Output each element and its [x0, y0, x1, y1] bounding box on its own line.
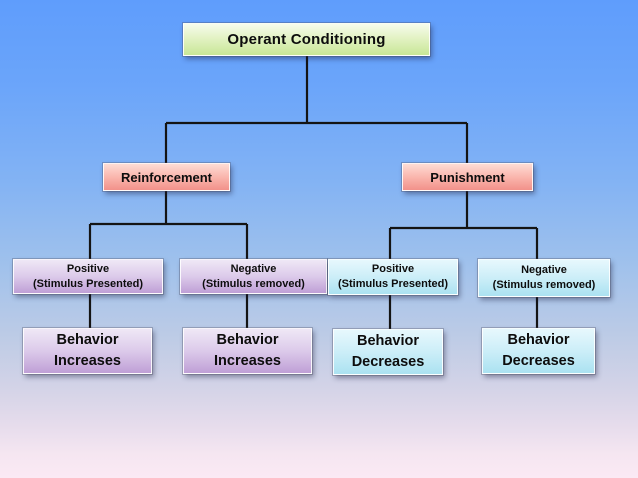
operant-conditioning-label: Operant Conditioning [227, 31, 386, 48]
condition-name: Negative [230, 262, 277, 275]
condition-detail: (Stimulus removed) [202, 277, 305, 290]
condition-name: Positive [371, 263, 415, 276]
condition-detail: (Stimulus removed) [492, 279, 596, 291]
condition-name: Positive [66, 262, 110, 275]
connector-reinforcement-to-conditions [88, 190, 249, 329]
negative-punishment-box: Negative (Stimulus removed) [478, 259, 610, 297]
positive-reinforcement-box: Positive (Stimulus Presented) [13, 259, 163, 294]
reinforcement-box: Reinforcement [103, 163, 230, 191]
outcome-line1: Behavior [216, 331, 279, 348]
behavior-increases-box-1: Behavior Increases [23, 328, 152, 374]
condition-detail: (Stimulus Presented) [32, 277, 144, 290]
negative-reinforcement-box: Negative (Stimulus removed) [180, 259, 327, 294]
behavior-decreases-box-2: Behavior Decreases [482, 328, 595, 374]
outcome-line1: Behavior [356, 332, 420, 349]
behavior-increases-box-2: Behavior Increases [183, 328, 312, 374]
outcome-line1: Behavior [507, 331, 570, 348]
outcome-line2: Decreases [351, 354, 425, 370]
punishment-label: Punishment [430, 169, 505, 185]
positive-punishment-box: Positive (Stimulus Presented) [328, 259, 458, 295]
operant-conditioning-box: Operant Conditioning [183, 23, 430, 56]
behavior-decreases-box-1: Behavior Decreases [333, 329, 443, 375]
outcome-line2: Decreases [502, 353, 575, 369]
punishment-box: Punishment [402, 163, 533, 191]
outcome-line2: Increases [214, 353, 281, 369]
reinforcement-label: Reinforcement [120, 169, 213, 185]
connector-punishment-to-conditions [388, 190, 539, 330]
outcome-line1: Behavior [56, 331, 119, 348]
condition-detail: (Stimulus Presented) [337, 278, 449, 290]
condition-name: Negative [521, 264, 567, 277]
outcome-line2: Increases [54, 353, 121, 369]
connector-root-to-categories [164, 55, 469, 164]
